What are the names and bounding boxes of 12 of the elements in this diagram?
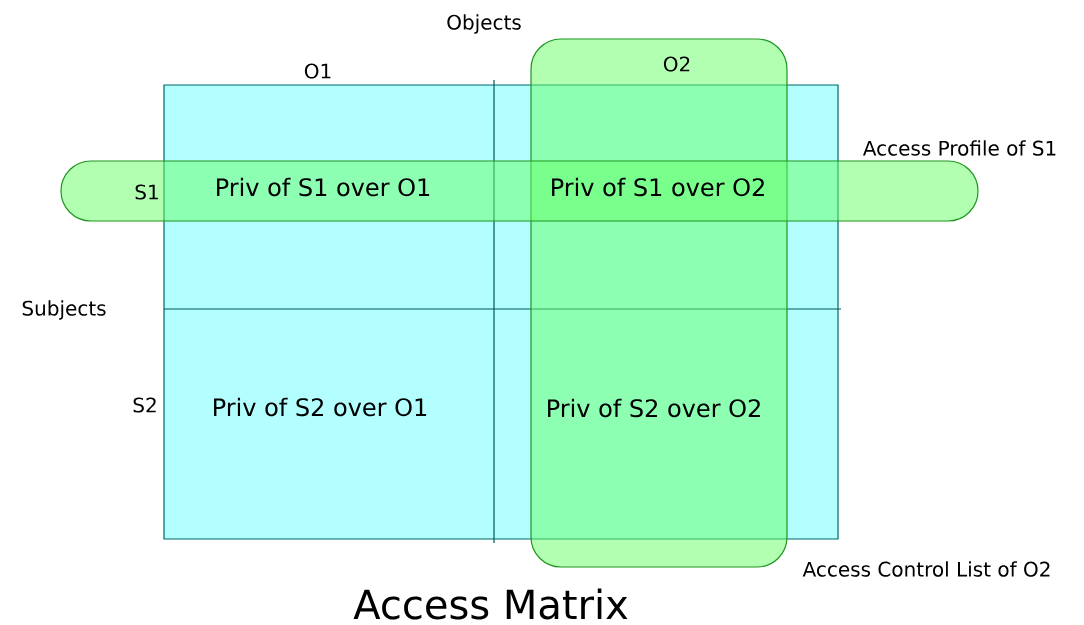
cell-text: Priv of S1 over O2 [552,177,764,197]
matrix-box [163,84,839,540]
cell-text: Priv of S2 over O1 [214,397,427,417]
band-caption: Access Profile of S1 [862,140,1056,156]
axis-label: Subjects [22,300,106,320]
axis-label: O1 [304,63,331,79]
cell-text: Priv of S2 over O2 [548,398,760,418]
title: Access Matrix [353,588,628,620]
axis-label: S2 [133,397,156,413]
cell-text: Priv of S1 over O1 [217,177,430,197]
axis-label: Objects [447,14,521,34]
band-caption: Access Control List of O2 [802,561,1050,577]
